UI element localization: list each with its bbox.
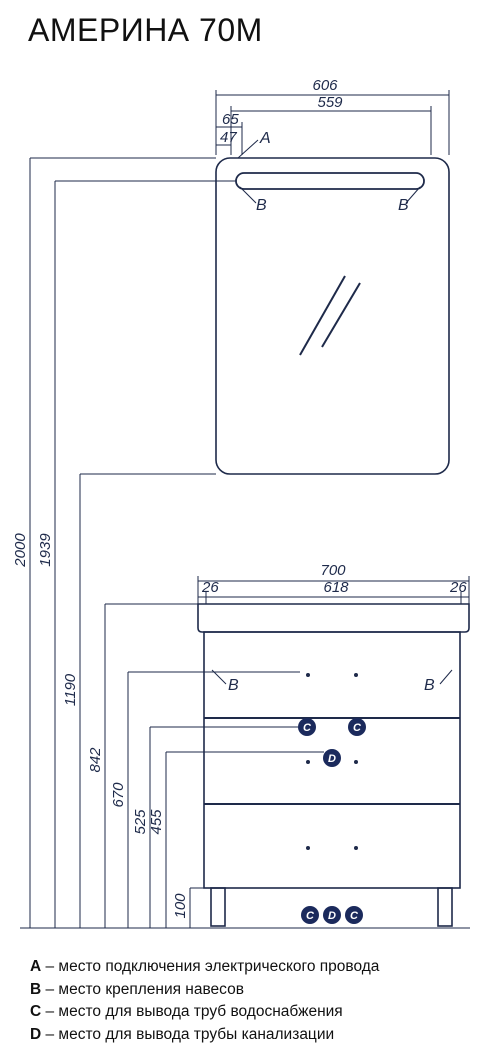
height-842: 842 (87, 747, 104, 773)
svg-text:C: C (306, 910, 315, 922)
cabinet-width-618: 618 (323, 579, 349, 596)
mirror-width-559: 559 (317, 94, 343, 111)
legend: A – место подключения электрического про… (30, 956, 379, 1046)
height-1190: 1190 (62, 673, 79, 706)
cabinet-label-b-right: B (424, 677, 435, 694)
svg-text:D: D (328, 910, 336, 922)
cabinet-side-left-26: 26 (201, 579, 219, 596)
mirror-width-606: 606 (312, 77, 338, 94)
mirror-label-b-right: B (398, 197, 409, 214)
cabinet-label-b-left: B (228, 677, 239, 694)
legend-item-a: A – место подключения электрического про… (30, 958, 380, 975)
height-1939: 1939 (37, 533, 54, 567)
marker-d-2: D (323, 906, 341, 924)
marker-c-4: C (345, 906, 363, 924)
legend-item-d: D – место для вывода трубы канализации (30, 1025, 335, 1043)
mirror-light-bar (235, 172, 425, 190)
height-525: 525 (132, 809, 149, 835)
label-a: A (259, 130, 271, 147)
mirror-reflection-mark (299, 275, 346, 356)
mirror-offset-65: 65 (222, 111, 239, 128)
cabinet-side-right-26: 26 (449, 579, 467, 596)
marker-c-1: C (298, 718, 316, 736)
page-title: АМЕРИНА 70М (28, 12, 263, 48)
svg-text:D: D (328, 753, 336, 765)
marker-c-2: C (348, 718, 366, 736)
washbasin-top (197, 603, 470, 633)
height-670: 670 (110, 782, 127, 808)
leg-right (437, 887, 453, 927)
leg-left (210, 887, 226, 927)
mirror-outline (215, 157, 450, 475)
height-100: 100 (172, 893, 189, 919)
marker-d-1: D (323, 749, 341, 767)
legend-item-c: C – место для вывода труб водоснабжения (30, 1003, 343, 1020)
cabinet-body (203, 631, 461, 889)
marker-c-3: C (301, 906, 319, 924)
mirror-offset-47: 47 (220, 129, 237, 146)
svg-text:C: C (350, 910, 359, 922)
svg-text:C: C (303, 722, 312, 734)
height-2000: 2000 (12, 533, 29, 568)
mirror-label-b-left: B (256, 197, 267, 214)
height-455: 455 (148, 809, 165, 835)
technical-drawing: 606 559 65 47 A B B 2000 1939 1190 842 6… (12, 77, 470, 929)
legend-item-b: B – место крепления навесов (30, 980, 244, 998)
svg-text:C: C (353, 722, 362, 734)
cabinet-width-700: 700 (320, 562, 346, 579)
